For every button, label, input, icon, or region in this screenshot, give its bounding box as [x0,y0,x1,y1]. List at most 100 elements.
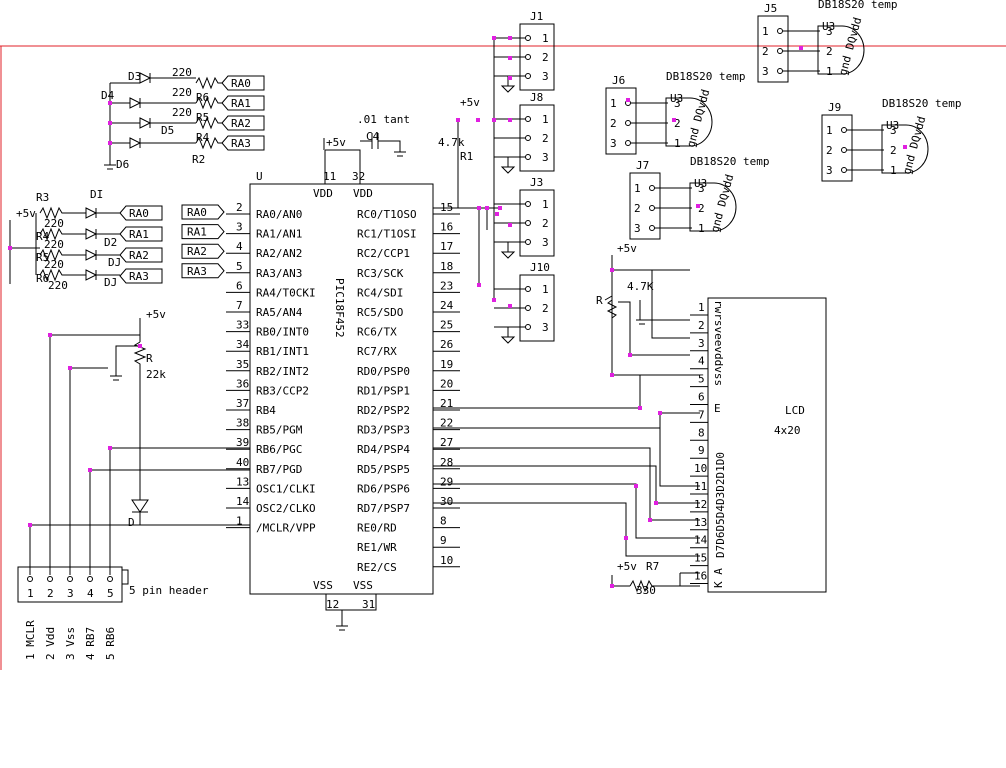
lcd-pin-number: 12 [694,498,707,511]
sensor-pin-number: 2 [698,202,705,215]
sensor-connector-pin-circle [841,127,847,133]
mcu-left-pin-number: 6 [236,279,243,292]
sensor-pin-names: gnd DQvdd [684,88,712,149]
junction-node [68,366,72,370]
mcu-vdd-1: VDD [313,187,333,200]
net-tag-outline [181,224,225,240]
lcd-pin-number: 8 [698,426,705,439]
top-led-group: D3 D4 D5 D6 220 220 220 R6 R5 R4 R2 RA0R… [101,66,265,171]
junction-node [610,268,614,272]
net-tag-label: RA3 [231,137,251,150]
mclr-supply-label: +5v [146,308,166,321]
net-tag-label: RA2 [129,249,149,262]
connector-bus-wires: +5v 4.7k R1 [433,38,500,300]
mcu-right-pin-number: 26 [440,338,453,351]
net-tag-label: RA2 [187,245,207,258]
sensor-part-name: DB18S20 temp [818,0,897,11]
mclr-diode [131,499,149,525]
net-tag-outline [119,205,163,221]
backlight-resistor-ref: R7 [646,560,659,573]
mclr-diode-ref: D [128,516,135,529]
mcu-right-pin-name: RD3/PSP3 [357,424,410,437]
junction-node [610,584,614,588]
connector-pin-number: 1 [542,113,549,126]
r1-supply-label: +5v [460,96,480,109]
top-led-value-1: 220 [172,66,192,79]
net-tag-label: RA1 [187,226,207,239]
left-led-ref-3: DJ [108,256,121,269]
pot-ref: R [596,294,603,307]
junction-node [634,484,638,488]
header-pin-circle [47,576,53,582]
junction-node [495,212,499,216]
junction-node [648,518,652,522]
connector-ref: J1 [530,10,543,23]
sensor-connector-body [757,15,789,83]
mcu-left-pin-name: RB3/CCP2 [256,384,309,397]
vss-wires [325,594,377,626]
junction-node [610,373,614,377]
connector-pin-number: 1 [542,283,549,296]
mcu-right-pin-name: RC2/CCP1 [357,247,410,260]
left-led-rref-3: R5 [36,251,49,264]
junction-node [108,141,112,145]
mcu-right-pin-number: 8 [440,515,447,528]
mcu-left-pin-name: RA0/AN0 [256,208,302,221]
junction-node [508,76,512,80]
header-pin-circle [27,576,33,582]
mcu-left-pin-number: 3 [236,221,243,234]
mcu-right-pin-name: RE1/WR [357,541,397,554]
sensor-connector-pin-circle [841,167,847,173]
connector-ref: J3 [530,176,543,189]
sensor-connector-pin-number: 1 [826,124,833,137]
mcu-left-pin-number: 40 [236,456,249,469]
mcu-left-pin-number: 35 [236,358,249,371]
mcu-left-pin-number: 36 [236,377,249,390]
mcu-right-pin-name: RD1/PSP1 [357,384,410,397]
sensor-connector-pin-circle [777,48,783,54]
mcu-left-pin-number: 5 [236,260,243,273]
top-led-d6 [129,137,196,149]
header-pin-name: 3 Vss [64,627,77,660]
cap-ref: C4 [366,130,380,143]
sensor-connector-body [821,114,853,182]
lcd-size: 4x20 [774,424,801,437]
pin-header-tab [121,569,129,585]
sensor-connector-pin-circle [649,225,655,231]
sensor-connector-pin-number: 1 [762,25,769,38]
junction-nodes [8,36,907,588]
sensor-connector-pin-number: 2 [610,117,617,130]
rc0-bus [433,38,500,300]
mcu-left-pin-name: RB7/PGD [256,463,302,476]
mcu-left-pin-name: RB1/INT1 [256,345,309,358]
junction-node [492,118,496,122]
mclr-resistor-value: 22k [146,368,166,381]
sensor-pin-number: 2 [826,45,833,58]
sensor-part-name: DB18S20 temp [666,70,745,83]
lcd-pin-number: 4 [698,355,705,368]
net-tag-outline [181,243,225,259]
junction-node [492,298,496,302]
mcu-right-pin-number: 19 [440,358,453,371]
mcu-left-pin-name: /MCLR/VPP [256,522,316,535]
mcu-right-pin-number: 18 [440,260,453,273]
mcu-right-pin-name: RC3/SCK [357,267,404,280]
net-tag-label: RA1 [129,228,149,241]
mcu-left-pin-name: RB4 [256,404,276,417]
backlight-resistor [611,572,700,593]
pot-value: 4.7K [627,280,654,293]
connector-pin-circle [525,154,531,160]
mcu-left-pin-name: RB5/PGM [256,424,303,437]
sensor-pin-number: 2 [674,117,681,130]
left-led-value-4: 220 [48,279,68,292]
sensor-pin-number: 1 [890,164,897,177]
lcd-control-labels: rwrsveevddvss [712,300,725,386]
lcd-ka-labels: K A [712,568,725,588]
sensor-body [817,25,865,75]
net-tag-label: RA1 [231,97,251,110]
left-led-rref-4: R6 [36,272,49,285]
